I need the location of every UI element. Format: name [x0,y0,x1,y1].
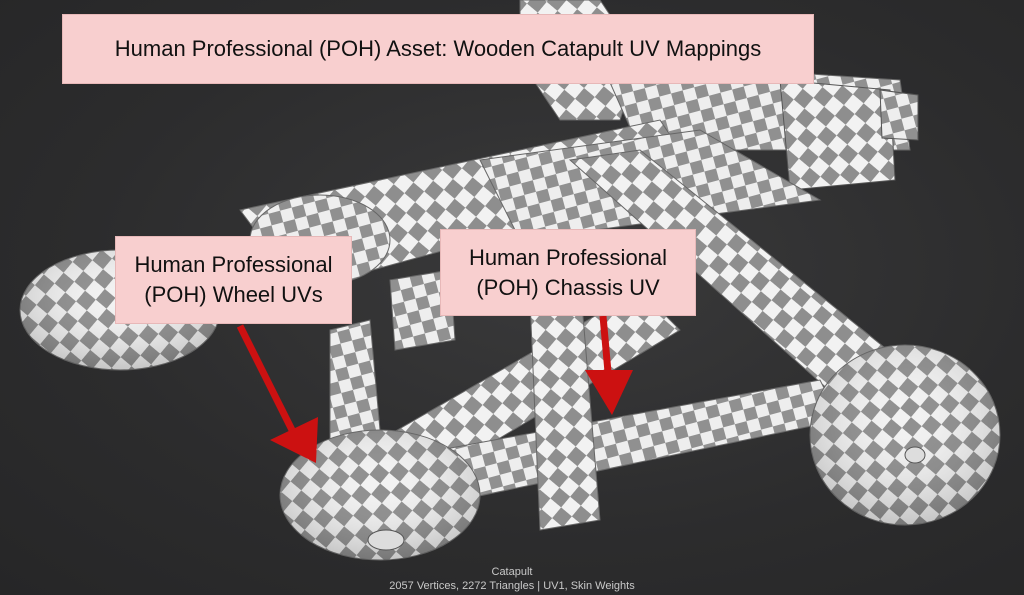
wheel-uv-label: Human Professional (POH) Wheel UVs [134,252,333,307]
model-name: Catapult [491,566,533,578]
chassis-uv-callout: Human Professional (POH) Chassis UV [440,229,696,316]
front-left-wheel [279,429,481,561]
chassis-uv-label: Human Professional (POH) Chassis UV [468,244,668,300]
title-text: Human Professional (POH) Asset: Wooden C… [114,36,762,61]
wheel-arrow [236,324,318,463]
title-callout: Human Professional (POH) Asset: Wooden C… [62,14,814,84]
model-stats: 2057 Vertices, 2272 Triangles | UV1, Ski… [389,580,635,592]
front-right-wheel [809,344,1001,526]
chassis-arrow [585,315,633,415]
wheel-uv-callout: Human Professional (POH) Wheel UVs [115,236,352,324]
